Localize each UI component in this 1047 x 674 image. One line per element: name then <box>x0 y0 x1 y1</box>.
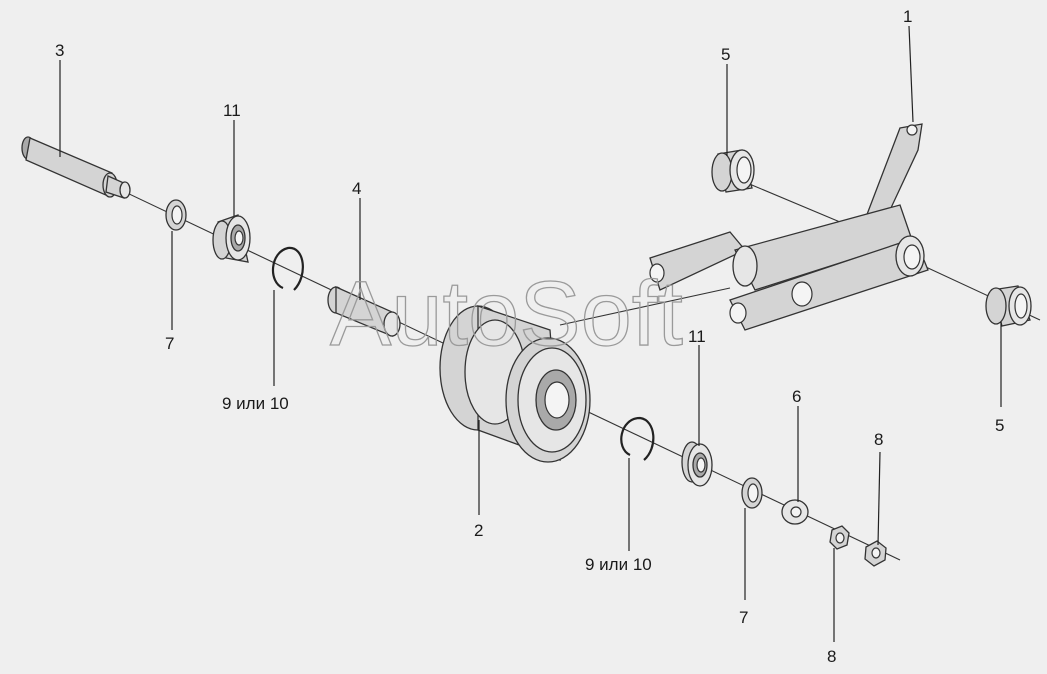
lever-part <box>649 123 929 331</box>
pulley-part <box>439 305 591 463</box>
label-part-4: 4 <box>352 179 361 198</box>
label-part-9-10-right: 9 или 10 <box>585 555 652 574</box>
part-labels: 1 2 3 4 5 5 6 7 7 8 8 9 или 10 9 или 10 … <box>55 7 1004 666</box>
label-part-7-left: 7 <box>165 334 174 353</box>
label-part-3: 3 <box>55 41 64 60</box>
label-part-6: 6 <box>792 387 801 406</box>
snap-ring-left-part <box>271 246 304 291</box>
label-part-5-top: 5 <box>721 45 730 64</box>
watermark: AutoSoft <box>330 263 683 365</box>
bushing-5-left-part <box>711 149 755 193</box>
flat-washer-part <box>781 499 809 525</box>
bushing-part <box>327 285 401 337</box>
washer-right-part <box>741 477 763 509</box>
label-part-7-right: 7 <box>739 608 748 627</box>
label-part-11-right: 11 <box>688 327 706 346</box>
label-part-5-right: 5 <box>995 416 1004 435</box>
label-part-8-top: 8 <box>874 430 883 449</box>
label-part-11-left: 11 <box>223 101 241 120</box>
label-part-9-10-left: 9 или 10 <box>222 394 289 413</box>
snap-ring-right-part <box>620 416 655 461</box>
label-part-2: 2 <box>474 521 483 540</box>
bearing-left-part <box>212 214 251 263</box>
nut-inner-part <box>829 525 850 550</box>
bearing-right-part <box>681 441 713 487</box>
bushing-5-right-part <box>985 285 1032 327</box>
nut-outer-part <box>864 540 887 567</box>
label-part-1: 1 <box>903 7 912 26</box>
leader-lines <box>59 25 1002 642</box>
label-part-8-bottom: 8 <box>827 647 836 666</box>
shaft-part <box>21 136 131 199</box>
washer-left-part <box>165 199 187 231</box>
